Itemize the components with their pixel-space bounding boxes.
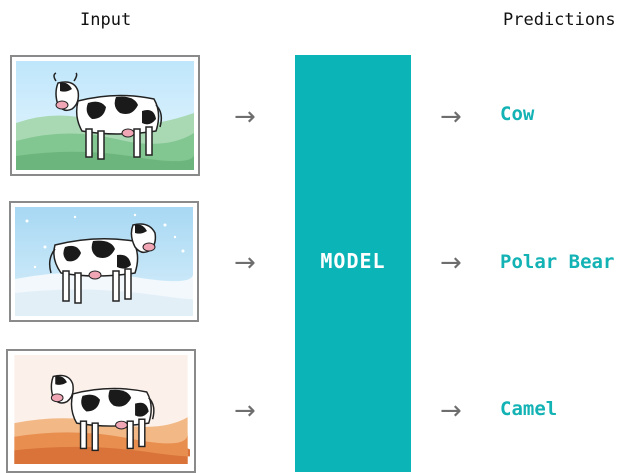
prediction-label: Cow [500, 103, 535, 125]
model-label: MODEL [320, 249, 386, 273]
input-column-header: Input [80, 10, 132, 30]
predictions-column-header: Predictions [503, 10, 616, 30]
input-image-cow-desert [6, 349, 196, 473]
prediction-label: Camel [500, 398, 558, 420]
cow-grassland-illustration [16, 61, 194, 170]
arrow-right-icon: → [234, 396, 256, 426]
arrow-right-icon: → [440, 102, 462, 132]
prediction-label: Polar Bear [500, 251, 615, 273]
input-image-cow-grassland [10, 55, 200, 176]
arrow-right-icon: → [440, 248, 462, 278]
cow-icon [53, 72, 163, 160]
cow-snow-illustration [15, 207, 193, 316]
arrow-right-icon: → [234, 248, 256, 278]
cow-desert-illustration [14, 355, 190, 464]
input-image-cow-snow [9, 201, 199, 322]
model-block: MODEL [295, 55, 411, 472]
cow-icon [48, 223, 157, 304]
arrow-right-icon: → [440, 396, 462, 426]
cow-icon [50, 374, 155, 452]
arrow-right-icon: → [234, 102, 256, 132]
